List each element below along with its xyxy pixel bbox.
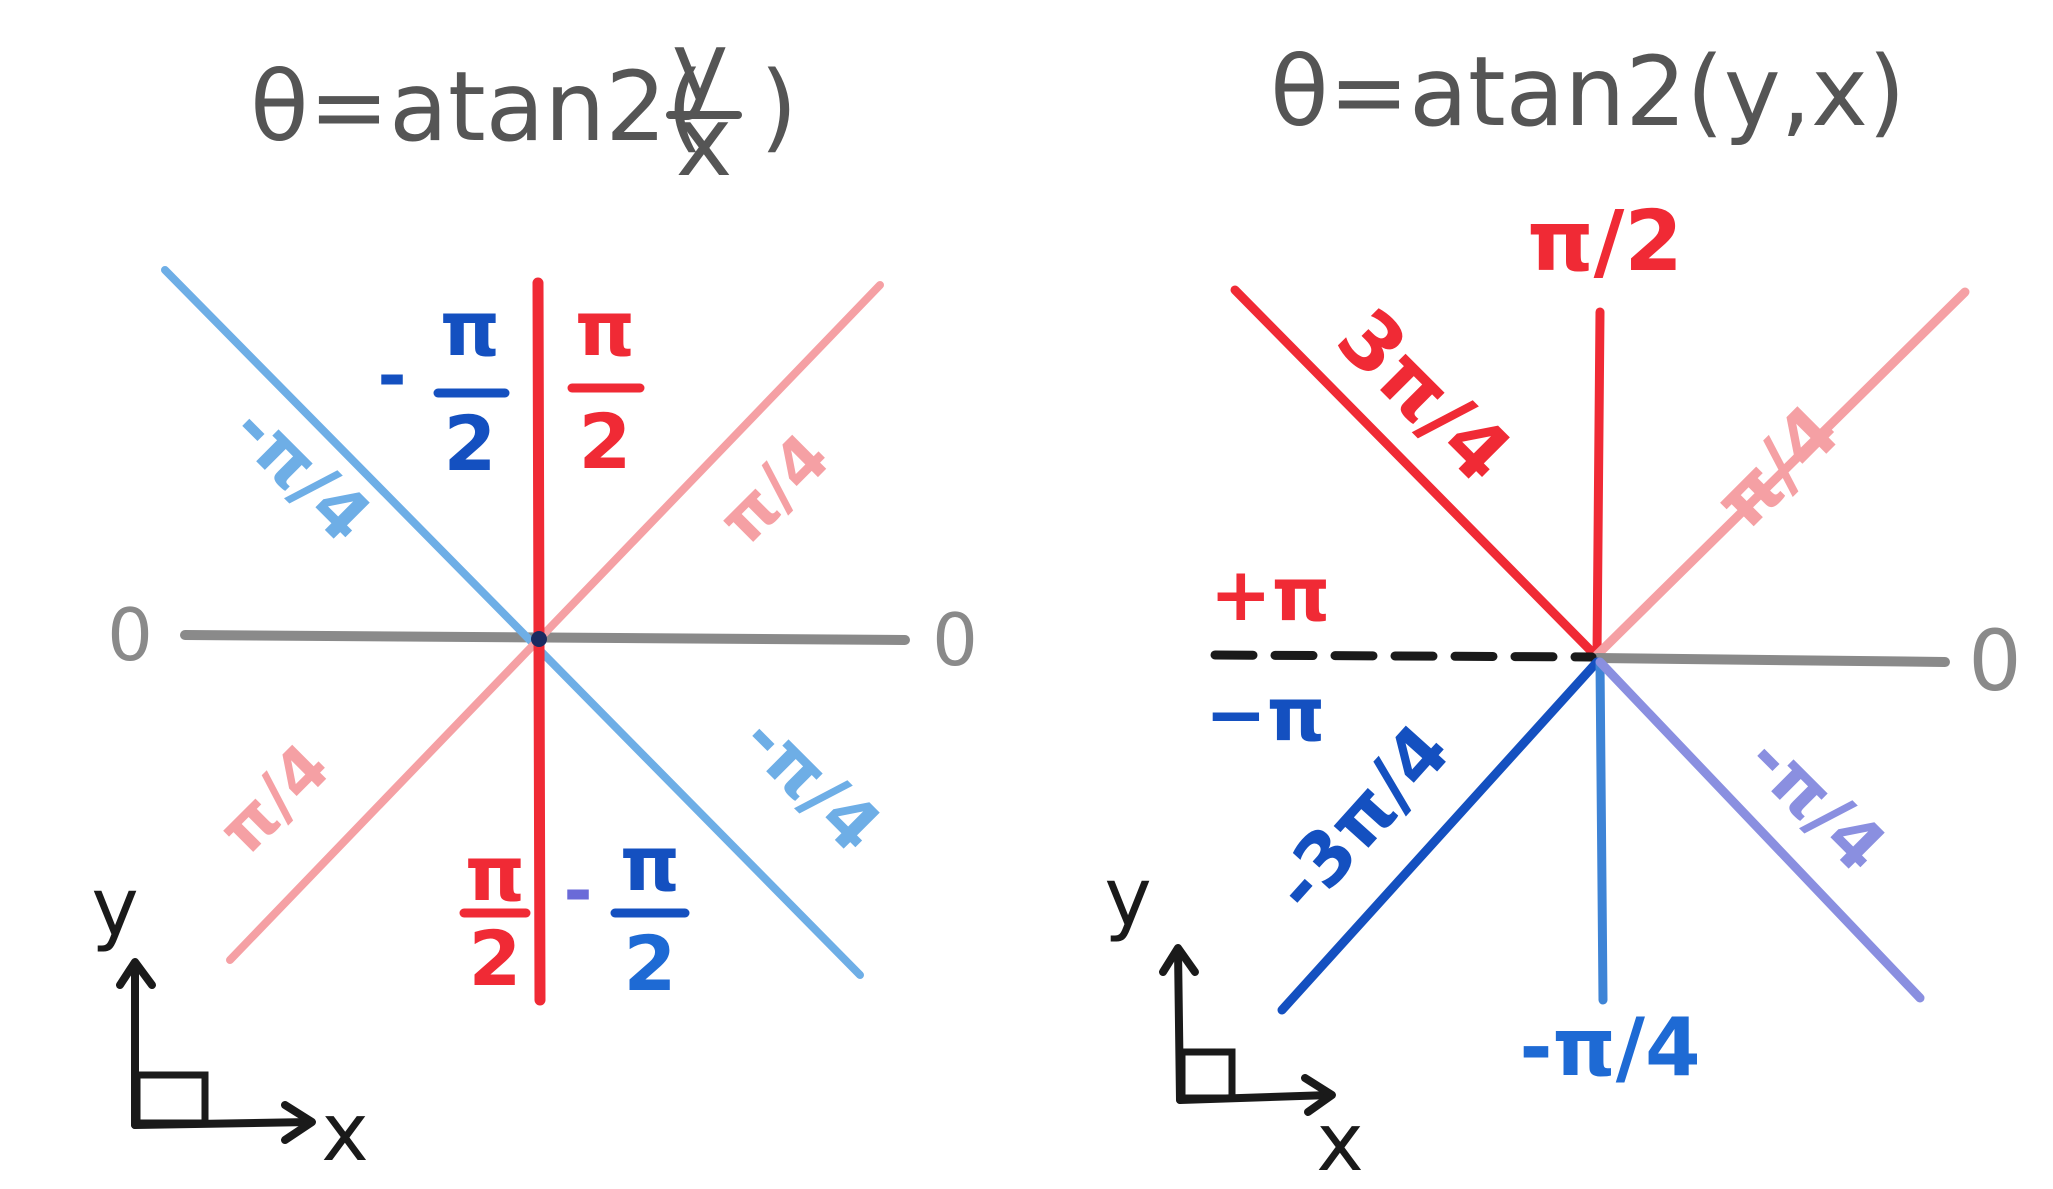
left-label-top-right-pi-over-2: π 2: [567, 284, 645, 486]
denominator: 2: [624, 919, 677, 1008]
right-label-zero: 0: [1968, 612, 2021, 710]
left-label-lower-right-minus-pi-over-4: -π/4: [727, 698, 897, 868]
x-axis-arrow-head: [1301, 1074, 1336, 1116]
sign: -: [377, 335, 406, 417]
left-title-suffix: ): [760, 51, 797, 163]
right-branch-cut-dashed-line: [1210, 650, 1597, 662]
denominator: 2: [579, 397, 632, 486]
x-axis-label: x: [1316, 1096, 1363, 1189]
numerator: π: [620, 819, 680, 908]
left-diagonal-negative-slope-line: [161, 266, 864, 979]
denominator: 2: [444, 399, 497, 488]
right-label-bottom-minus-pi-over-4: -π/4: [1519, 1001, 1700, 1094]
right-label-lower-right-minus-pi-over-4: -π/4: [1732, 718, 1902, 888]
left-title-numerator: y: [672, 11, 729, 123]
left-diagonal-positive-slope-line: [226, 281, 884, 964]
right-label-plus-pi: +π: [1210, 552, 1331, 638]
left-zero-left: 0: [107, 593, 153, 677]
y-axis-label: y: [1104, 851, 1151, 944]
right-zero-line: [1592, 653, 1950, 667]
left-label-top-left-minus-pi-over-2: - π 2: [377, 284, 510, 488]
left-label-lower-left-pi-over-4: π/4: [204, 729, 345, 870]
right-panel: θ=atan2(y,x) π/2 3π/4 π/4 0 +π −π -3π/4 …: [1104, 36, 2021, 1189]
right-lower-left-diagonal: [1277, 657, 1602, 1015]
right-lower-vertical: [1595, 657, 1608, 1005]
right-upper-vertical: [1592, 307, 1605, 660]
right-title: θ=atan2(y,x): [1270, 36, 1905, 148]
right-axes-icon: y x: [1104, 851, 1363, 1189]
left-title-prefix: θ=atan2(: [250, 51, 704, 163]
y-axis-label: y: [91, 861, 138, 954]
right-upper-left-diagonal: [1230, 285, 1600, 660]
right-label-3pi-over-4: 3π/4: [1320, 291, 1530, 501]
right-label-pi-over-4: π/4: [1698, 388, 1856, 546]
right-lower-right-diagonal: [1595, 657, 1925, 1003]
left-label-bottom-left-pi-over-2: π 2: [459, 829, 531, 1003]
y-axis-arrow-head: [1159, 944, 1199, 976]
x-axis-label: x: [321, 1086, 368, 1179]
left-panel: θ=atan2( y x ) 0 0 - π 2 π 2 π: [91, 11, 978, 1179]
left-label-bottom-right-minus-pi-over-2: - π 2: [563, 819, 690, 1008]
right-label-minus-pi: −π: [1205, 672, 1326, 758]
left-axes-icon: y x: [91, 861, 368, 1179]
x-axis-arrow-head: [281, 1101, 316, 1144]
sign: -: [563, 850, 592, 932]
right-label-pi-over-2: π/2: [1527, 192, 1683, 290]
right-upper-right-diagonal: [1592, 287, 1970, 660]
y-axis-arrow-head: [116, 958, 156, 989]
numerator: π: [440, 284, 500, 373]
left-origin-dot: [531, 631, 547, 647]
left-title-denominator: x: [676, 86, 733, 198]
left-zero-right: 0: [932, 598, 978, 682]
denominator: 2: [469, 914, 522, 1003]
left-label-upper-right-pi-over-4: π/4: [704, 419, 845, 560]
right-angle-marker: [1178, 1048, 1236, 1102]
numerator: π: [465, 829, 525, 918]
numerator: π: [575, 284, 635, 373]
right-angle-marker: [133, 1071, 209, 1127]
